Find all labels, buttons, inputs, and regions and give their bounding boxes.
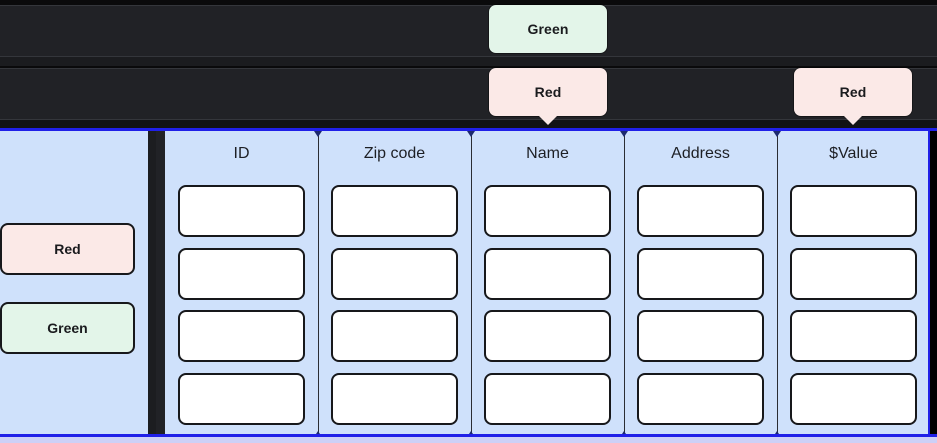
table-column: ID: [165, 131, 318, 437]
table-cell-input[interactable]: [637, 247, 764, 300]
table-cell-input[interactable]: [331, 372, 458, 425]
divider-handle-top-icon: [773, 131, 781, 137]
divider-handle-top-icon: [620, 131, 628, 137]
tooltip-chip-green-label: Green: [527, 21, 569, 37]
table-cell-input[interactable]: [637, 185, 764, 237]
column-header-id[interactable]: ID: [233, 145, 250, 162]
column-header-value[interactable]: $Value: [829, 145, 878, 162]
tooltip-chip-red-value-label: Red: [839, 84, 867, 100]
table-cell-input[interactable]: [331, 247, 458, 300]
sidebar-chip-green[interactable]: Green: [0, 302, 135, 354]
dark-row-1: [0, 5, 937, 57]
tooltip-arrow-icon: [844, 116, 862, 125]
table-cell-input[interactable]: [331, 185, 458, 237]
table-cell-input[interactable]: [484, 310, 611, 362]
table-column: $Value: [777, 131, 930, 437]
tooltip-chip-red-value[interactable]: Red: [794, 68, 912, 125]
table-cell-input[interactable]: [484, 185, 611, 237]
table-panel: ID Zip code Name Address $Value: [165, 131, 930, 437]
column-divider[interactable]: [467, 131, 475, 437]
table-cell-input[interactable]: [484, 372, 611, 425]
column-header-zip-code[interactable]: Zip code: [363, 145, 426, 162]
dark-bottom-strip: [0, 120, 937, 128]
panel-separator-dark-inner: [148, 131, 156, 437]
footer-strip: [0, 437, 937, 443]
table-cell-input[interactable]: [790, 372, 917, 425]
tooltip-chip-green[interactable]: Green: [489, 5, 607, 53]
dark-row-gap: [0, 57, 937, 66]
table-cell-input[interactable]: [790, 310, 917, 362]
table-cell-input[interactable]: [637, 310, 764, 362]
sidebar-chip-red[interactable]: Red: [0, 223, 135, 275]
column-divider[interactable]: [620, 131, 628, 437]
table-column: Name: [471, 131, 624, 437]
table-cell-input[interactable]: [637, 372, 764, 425]
divider-handle-top-icon: [467, 131, 475, 137]
table-cell-input[interactable]: [484, 247, 611, 300]
tooltip-arrow-icon: [539, 116, 557, 125]
column-header-name[interactable]: Name: [526, 145, 569, 162]
dark-background-area: [0, 0, 937, 128]
column-header-address[interactable]: Address: [671, 145, 730, 162]
tooltip-chip-red-name-label: Red: [534, 84, 562, 100]
accent-line-top: [0, 128, 937, 131]
table-cell-input[interactable]: [790, 185, 917, 237]
sidebar-chip-green-label: Green: [47, 320, 88, 336]
table-cell-input[interactable]: [178, 372, 305, 425]
table-cell-input[interactable]: [178, 310, 305, 362]
column-divider[interactable]: [773, 131, 781, 437]
column-divider[interactable]: [314, 131, 322, 437]
accent-line-right: [928, 131, 930, 437]
sidebar-chip-red-label: Red: [54, 241, 81, 257]
table-cell-input[interactable]: [331, 310, 458, 362]
dark-row-2: [0, 68, 937, 120]
tooltip-chip-red-name[interactable]: Red: [489, 68, 607, 125]
table-cell-input[interactable]: [790, 247, 917, 300]
side-panel: [0, 131, 148, 437]
accent-line-bottom: [0, 434, 937, 437]
table-cell-input[interactable]: [178, 247, 305, 300]
divider-handle-top-icon: [314, 131, 322, 137]
table-column: Zip code: [318, 131, 471, 437]
table-column: Address: [624, 131, 777, 437]
table-cell-input[interactable]: [178, 185, 305, 237]
